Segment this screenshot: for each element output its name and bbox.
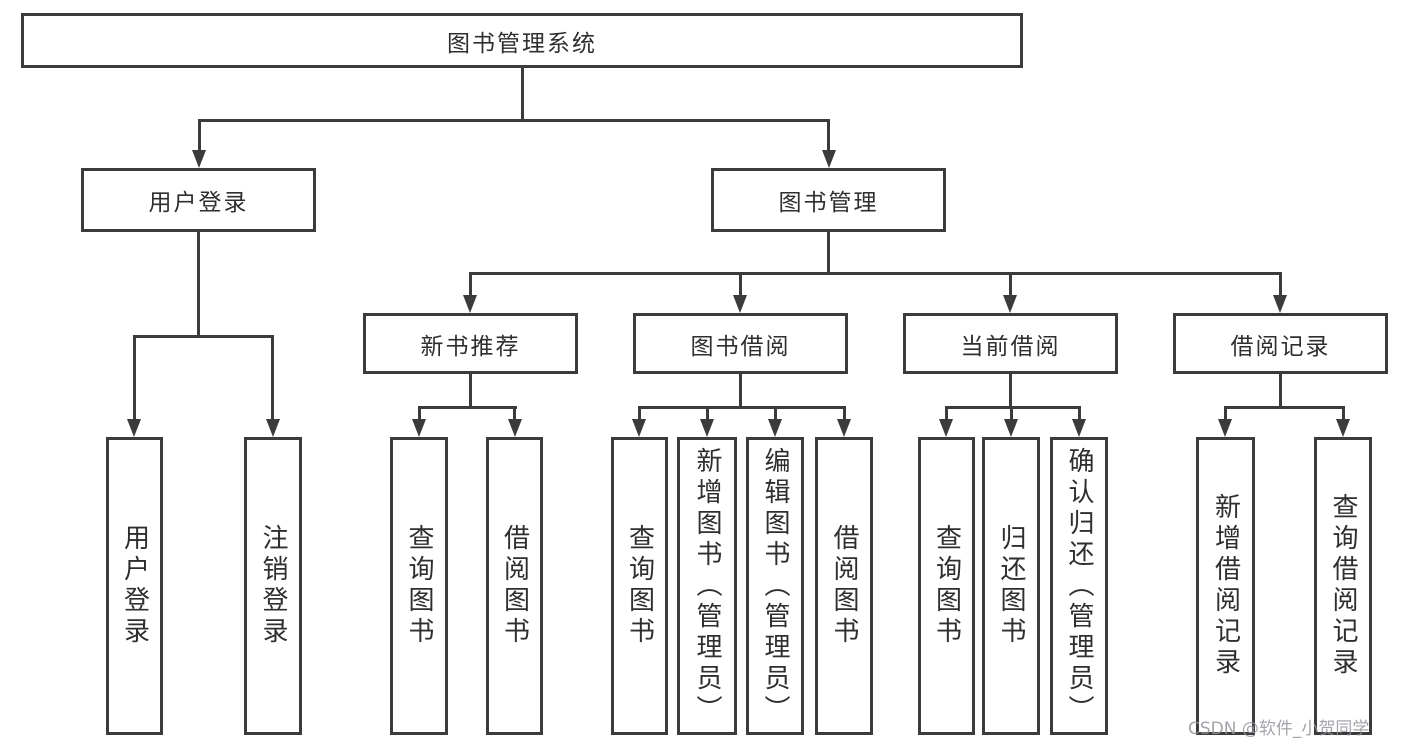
connector-line (945, 406, 948, 421)
connector-line (521, 68, 524, 121)
connector-line (638, 406, 846, 409)
arrow-down-icon (939, 419, 953, 437)
leaf-label: 借阅图书 (829, 524, 859, 648)
leaf-label: 编辑图书（管理员） (760, 446, 790, 726)
leaf-current-return-books: 归还图书 (982, 437, 1040, 735)
arrow-down-icon (1336, 419, 1350, 437)
arrow-down-icon (192, 150, 206, 168)
connector-line (1279, 272, 1282, 297)
arrow-down-icon (463, 295, 477, 313)
arrow-down-icon (1273, 295, 1287, 313)
leaf-logout: 注销登录 (244, 437, 302, 735)
connector-line (945, 406, 1081, 409)
leaf-label: 查询图书 (624, 524, 655, 648)
connector-line (774, 406, 777, 421)
arrow-down-icon (822, 150, 836, 168)
node-current-borrow: 当前借阅 (903, 313, 1118, 374)
connector-line (706, 406, 709, 421)
leaf-label: 确认归还（管理员） (1064, 446, 1094, 726)
leaf-recommend-borrow-books: 借阅图书 (486, 437, 543, 735)
leaf-current-query-books: 查询图书 (918, 437, 975, 735)
connector-line (739, 374, 742, 406)
leaf-label: 新增借阅记录 (1210, 493, 1241, 679)
connector-line (1009, 374, 1012, 406)
connector-line (469, 272, 1282, 275)
connector-line (418, 406, 421, 421)
leaf-label: 借阅图书 (499, 524, 530, 648)
connector-line (133, 335, 136, 421)
connector-line (469, 272, 472, 297)
connector-line (418, 406, 517, 409)
leaf-borrow-add-books-admin: 新增图书（管理员） (677, 437, 737, 735)
connector-line (1078, 406, 1081, 421)
arrow-down-icon (1004, 419, 1018, 437)
connector-line (1009, 272, 1012, 297)
leaf-current-confirm-return-admin: 确认归还（管理员） (1050, 437, 1108, 735)
connector-line (827, 119, 830, 153)
connector-line (1342, 406, 1345, 421)
node-book-management: 图书管理 (711, 168, 946, 232)
node-book-borrow: 图书借阅 (633, 313, 848, 374)
connector-line (197, 232, 200, 335)
node-root: 图书管理系统 (21, 13, 1023, 68)
leaf-records-add-record: 新增借阅记录 (1196, 437, 1255, 735)
arrow-down-icon (127, 419, 141, 437)
connector-line (198, 119, 201, 153)
arrow-down-icon (266, 419, 280, 437)
leaf-borrow-query-books: 查询图书 (611, 437, 668, 735)
node-user-login: 用户登录 (81, 168, 316, 232)
arrow-down-icon (1218, 419, 1232, 437)
connector-line (469, 374, 472, 406)
leaf-label: 查询图书 (931, 524, 962, 648)
arrow-down-icon (632, 419, 646, 437)
arrow-down-icon (1072, 419, 1086, 437)
leaf-label: 查询借阅记录 (1328, 493, 1358, 679)
arrow-down-icon (508, 419, 522, 437)
connector-line (827, 232, 830, 272)
leaf-label: 归还图书 (996, 524, 1026, 648)
connector-line (198, 119, 830, 122)
arrow-down-icon (700, 419, 714, 437)
node-new-book-recommend: 新书推荐 (363, 313, 578, 374)
connector-line (843, 406, 846, 421)
leaf-label: 用户登录 (119, 524, 150, 648)
leaf-label: 新增图书（管理员） (692, 446, 722, 726)
leaf-borrow-edit-books-admin: 编辑图书（管理员） (746, 437, 804, 735)
leaf-borrow-borrow-books: 借阅图书 (815, 437, 873, 735)
csdn-watermark: CSDN @软件_小贺同学 (1188, 719, 1370, 739)
connector-line (739, 272, 742, 297)
connector-line (638, 406, 641, 421)
leaf-user-login: 用户登录 (106, 437, 163, 735)
leaf-label: 查询图书 (404, 524, 434, 648)
connector-line (271, 335, 274, 421)
arrow-down-icon (768, 419, 782, 437)
connector-line (1224, 406, 1227, 421)
arrow-down-icon (412, 419, 426, 437)
leaf-records-query-record: 查询借阅记录 (1314, 437, 1372, 735)
node-borrow-records: 借阅记录 (1173, 313, 1388, 374)
arrow-down-icon (1003, 295, 1017, 313)
connector-line (1224, 406, 1345, 409)
connector-line (1010, 406, 1013, 421)
connector-line (1279, 374, 1282, 406)
arrow-down-icon (837, 419, 851, 437)
leaf-label: 注销登录 (258, 524, 288, 648)
leaf-recommend-query-books: 查询图书 (390, 437, 448, 735)
connector-line (513, 406, 516, 421)
arrow-down-icon (733, 295, 747, 313)
connector-line (133, 335, 274, 338)
